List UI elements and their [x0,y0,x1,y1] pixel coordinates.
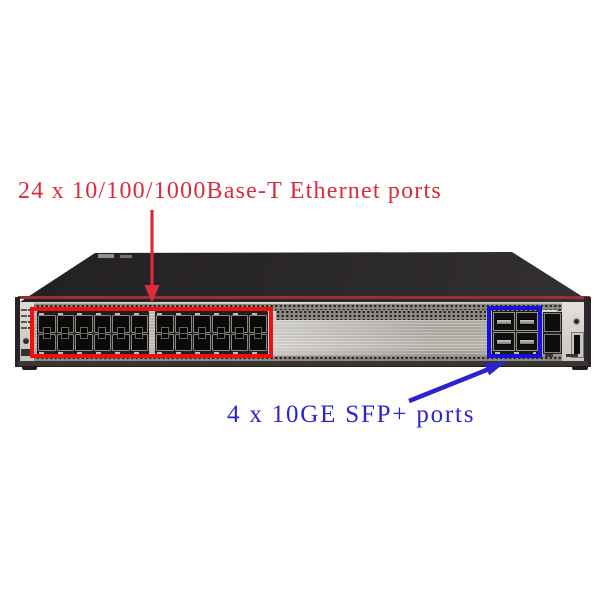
rj45-port [75,315,93,333]
top-cover-sticker [98,254,114,258]
left-id-tag [21,349,32,356]
usb-icon-glyph [566,354,578,357]
rj45-port [211,315,230,333]
rj45-port [112,333,130,351]
vent-strip-middle [276,310,486,320]
sfp-number-strip [495,352,536,354]
mode-button [23,338,29,344]
port-number-strip [157,312,266,315]
rj45-port [75,333,93,351]
port-number-strip [157,352,266,354]
rj45-port [249,315,267,333]
port-icon-glyph [545,354,553,357]
port-number-strip [39,312,147,315]
rj45-grid-1 [38,315,148,351]
console-port-block [543,312,562,354]
sfp-port [516,332,538,351]
red-accent-stripe [18,296,590,299]
led-row [21,327,30,329]
rj45-port [211,333,230,351]
rj45-port [93,333,111,351]
ethernet-ports-label: 24 x 10/100/1000Base-T Ethernet ports [18,178,442,204]
rj45-port [38,333,56,351]
rj45-port [112,315,130,333]
vent-strip-bottom [22,356,582,362]
reset-button [574,319,579,324]
vent-strip-top [22,304,582,311]
ethernet-port-group-1 [37,311,149,355]
rj45-port [130,333,148,351]
top-cover-sticker-2 [120,255,132,258]
rj45-port [193,315,211,333]
sfp-port [493,332,515,351]
rj45-port [156,333,174,351]
sfp-ports-label: 4 x 10GE SFP+ ports [227,401,476,428]
chassis-bottom-edge [18,361,588,367]
switch-top-cover [20,252,591,302]
rj45-port [38,315,56,333]
rj45-port [130,315,148,333]
blue-arrow [408,361,507,404]
rj45-port [156,315,174,333]
left-foot [22,366,37,370]
sfp-ports-highlight-box [487,306,542,358]
rj45-port [249,333,267,351]
rj45-port [56,315,74,333]
usb-port-icon [573,334,580,354]
rj45-port [174,333,193,351]
led-row [21,321,30,323]
right-foot [572,366,588,370]
port-number-strip [39,352,147,354]
rj45-grid-2 [156,315,267,351]
led-row [21,309,30,311]
ethernet-port-group-2 [155,311,268,355]
rj45-port [93,315,111,333]
sfp-grid [493,312,538,351]
rj45-port [230,333,249,351]
right-mounting-ear [584,297,591,367]
rj45-port [193,333,211,351]
sfp-port [493,312,515,331]
rj45-port [230,315,249,333]
led-row [21,315,30,317]
rj45-port [174,315,193,333]
sfp-port [516,312,538,331]
rj45-port [56,333,74,351]
sfp-plus-block [492,311,539,355]
left-mounting-ear [15,297,20,367]
console-port [544,313,561,332]
management-port [544,334,561,353]
ethernet-ports-highlight-box [30,307,273,358]
